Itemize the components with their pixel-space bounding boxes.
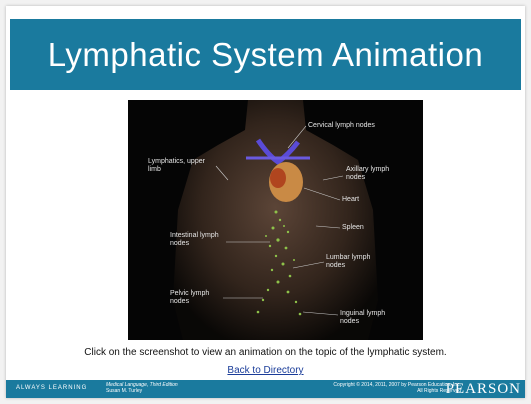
book-author: Susan M. Turley: [106, 388, 178, 394]
book-info: Medical Language, Third Edition Susan M.…: [106, 382, 178, 394]
footer-bar: ALWAYS LEARNING Medical Language, Third …: [6, 380, 525, 398]
always-learning-text: ALWAYS LEARNING: [16, 385, 87, 391]
back-to-directory-link[interactable]: Back to Directory: [227, 365, 303, 376]
label-lumbar: Lumbar lymph nodes: [326, 254, 380, 270]
animation-screenshot[interactable]: Cervical lymph nodes Lymphatics, upper l…: [128, 100, 423, 340]
label-heart: Heart: [342, 196, 359, 204]
page-title: Lymphatic System Animation: [48, 36, 483, 74]
label-inguinal: Inguinal lymph nodes: [340, 310, 394, 326]
label-intestinal: Intestinal lymph nodes: [170, 232, 226, 248]
rights-text: All Rights Reserved: [261, 388, 461, 394]
back-link-container: Back to Directory: [0, 365, 531, 376]
label-lymphatics: Lymphatics, upper limb: [148, 158, 212, 174]
label-spleen: Spleen: [342, 224, 364, 232]
pearson-logo: PEARSON: [446, 381, 521, 398]
label-axillary: Axillary lymph nodes: [346, 166, 404, 182]
label-cervical: Cervical lymph nodes: [308, 122, 375, 130]
caption-text: Click on the screenshot to view an anima…: [0, 347, 531, 358]
copyright-info: Copyright © 2014, 2011, 2007 by Pearson …: [261, 382, 461, 394]
label-pelvic: Pelvic lymph nodes: [170, 290, 222, 306]
header-banner: Lymphatic System Animation: [10, 19, 521, 90]
